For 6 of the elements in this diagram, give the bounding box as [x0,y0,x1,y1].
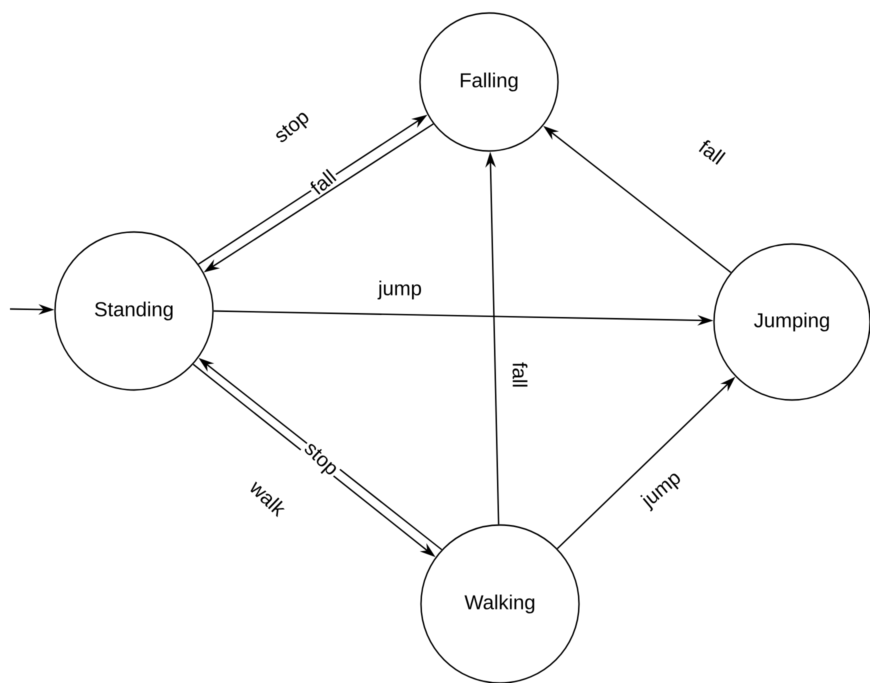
edge-label: fall [694,136,730,168]
edge-label: fall [510,360,530,390]
edge-label: stop [270,106,316,150]
edge-label: jump [376,278,424,302]
edge-label: fall [306,166,340,198]
edge-label: stop [298,438,342,482]
